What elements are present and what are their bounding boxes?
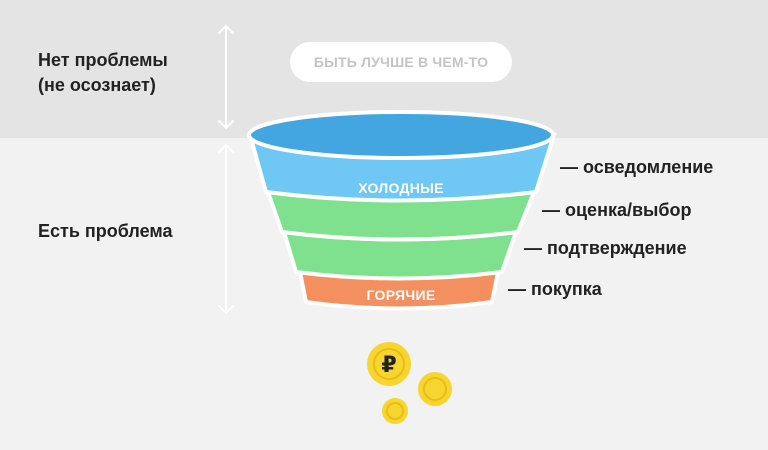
cold-label: ХОЛОДНЫЕ (358, 180, 444, 196)
no-problem-label: Нет проблемы (не осознает) (38, 48, 168, 98)
coin-icon (418, 372, 452, 406)
no-problem-line-2: (не осознает) (38, 75, 156, 95)
stage-confirmation: — подтверждение (524, 238, 687, 258)
coin-icon (382, 398, 408, 424)
bottom-range-arrow (218, 143, 234, 315)
top-range-arrow (218, 24, 234, 130)
hot-label: ГОРЯЧИЕ (366, 287, 435, 303)
goal-pill: БЫТЬ ЛУЧШЕ В ЧЕМ-ТО (290, 42, 512, 82)
ruble-sign: ₽ (381, 353, 396, 378)
no-problem-line-1: Нет проблемы (38, 50, 168, 70)
coin-icon: ₽ (367, 342, 411, 386)
stage-purchase: — покупка (508, 279, 602, 299)
stage-awareness: — осведомление (560, 157, 714, 177)
funnel-rim (247, 110, 555, 160)
stage-evaluation: — оценка/выбор (542, 200, 692, 220)
has-problem-label: Есть проблема (38, 221, 173, 241)
